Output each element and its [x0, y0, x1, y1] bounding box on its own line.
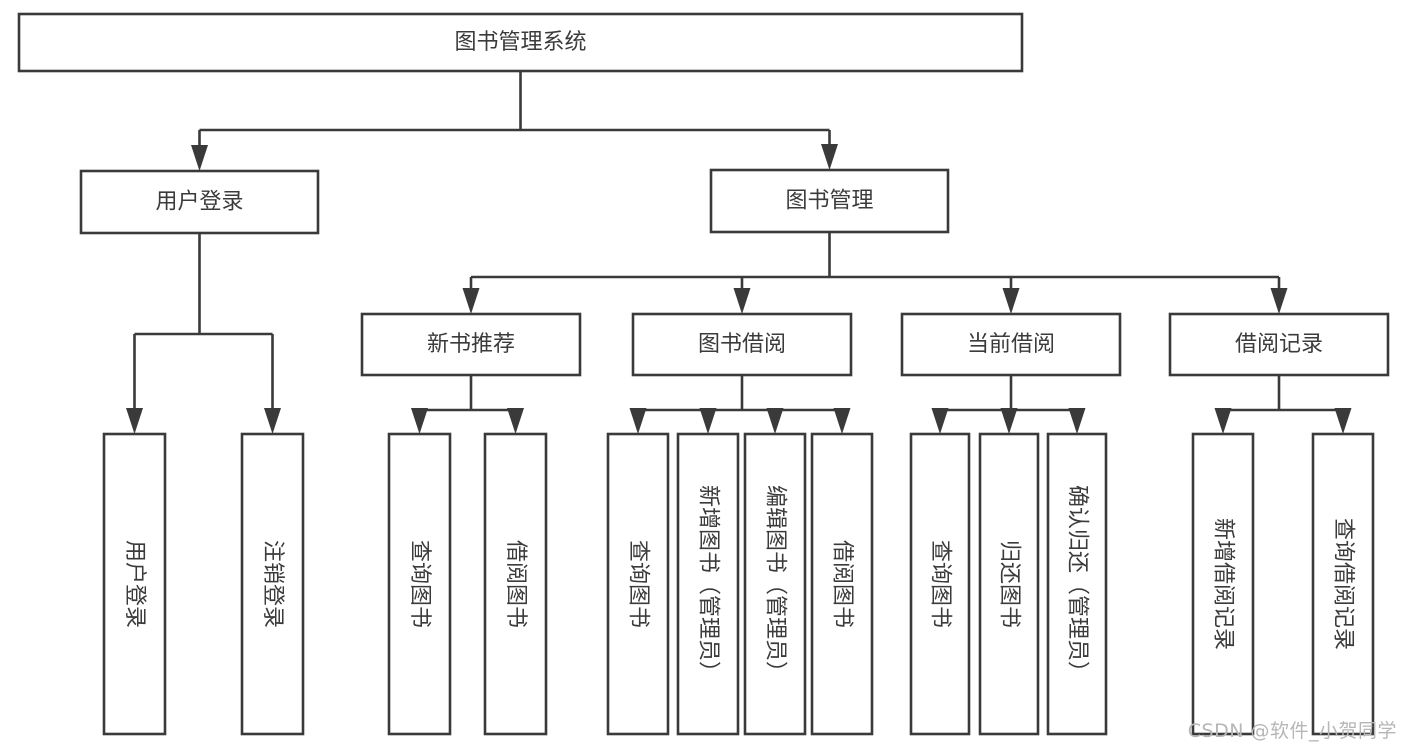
node-box[interactable] [1311, 432, 1375, 736]
node-box[interactable] [909, 432, 971, 736]
node-label: 新增图书（管理员） [696, 485, 721, 683]
node-current-borrow[interactable]: 当前借阅 [900, 312, 1122, 377]
node-leaf-edit-book[interactable]: 编辑图书（管理员） [743, 432, 807, 736]
arrowhead-icon [126, 408, 143, 434]
node-box[interactable] [102, 432, 167, 736]
arrowhead-icon [733, 288, 751, 314]
node-box[interactable] [79, 169, 320, 235]
node-leaf-confirm-return[interactable]: 确认归还（管理员） [1046, 432, 1108, 736]
node-box[interactable] [483, 432, 548, 736]
arrowhead-icon [1334, 408, 1352, 434]
node-label: 用户登录 [122, 540, 147, 628]
arrowhead-icon [1214, 408, 1232, 434]
node-root[interactable]: 图书管理系统 [17, 12, 1024, 73]
node-book-borrow[interactable]: 图书借阅 [631, 312, 853, 377]
arrowhead-icon [1000, 408, 1018, 434]
node-label: 用户登录 [155, 190, 243, 215]
node-label: 新书推荐 [427, 332, 515, 357]
arrowhead-icon [699, 408, 717, 434]
node-label: 编辑图书（管理员） [763, 485, 788, 683]
arrowhead-icon [1068, 408, 1086, 434]
node-box[interactable] [240, 432, 305, 736]
node-label: 查询图书 [928, 540, 953, 628]
arrowhead-icon [191, 145, 208, 171]
node-book-manage[interactable]: 图书管理 [709, 168, 950, 234]
node-leaf-query-book-1[interactable]: 查询图书 [387, 432, 452, 736]
node-box[interactable] [743, 432, 807, 736]
node-label: 借阅图书 [830, 540, 855, 628]
connector-layer [126, 71, 1352, 434]
node-box[interactable] [810, 432, 874, 736]
node-box[interactable] [1046, 432, 1108, 736]
arrowhead-icon [766, 408, 784, 434]
node-layer: 图书管理系统用户登录图书管理新书推荐图书借阅当前借阅借阅记录用户登录注销登录查询… [17, 12, 1390, 736]
arrowhead-icon [264, 408, 281, 434]
node-new-book-recommend[interactable]: 新书推荐 [360, 312, 582, 377]
node-label: 借阅记录 [1235, 332, 1323, 357]
node-leaf-query-book-3[interactable]: 查询图书 [909, 432, 971, 736]
node-box[interactable] [17, 12, 1024, 73]
node-box[interactable] [360, 312, 582, 377]
arrowhead-icon [833, 408, 851, 434]
node-label: 查询图书 [407, 540, 432, 628]
node-label: 新增借阅记录 [1211, 518, 1236, 650]
arrowhead-icon [507, 408, 524, 434]
node-label: 查询借阅记录 [1331, 518, 1356, 650]
node-box[interactable] [900, 312, 1122, 377]
arrowhead-icon [1002, 288, 1020, 314]
arrowhead-icon [462, 288, 480, 314]
node-borrow-record[interactable]: 借阅记录 [1168, 312, 1390, 377]
node-box[interactable] [1168, 312, 1390, 377]
node-box[interactable] [387, 432, 452, 736]
node-label: 图书借阅 [698, 332, 786, 357]
node-label: 图书管理系统 [454, 30, 586, 55]
arrowhead-icon [629, 408, 647, 434]
node-box[interactable] [606, 432, 670, 736]
node-leaf-borrow-book-2[interactable]: 借阅图书 [810, 432, 874, 736]
node-label: 借阅图书 [503, 540, 528, 628]
node-label: 查询图书 [626, 540, 651, 628]
node-box[interactable] [1191, 432, 1255, 736]
node-label: 图书管理 [785, 189, 873, 214]
node-leaf-logout[interactable]: 注销登录 [240, 432, 305, 736]
node-label: 当前借阅 [967, 332, 1055, 357]
arrowhead-icon [1270, 288, 1288, 314]
node-leaf-query-record[interactable]: 查询借阅记录 [1311, 432, 1375, 736]
node-box[interactable] [676, 432, 740, 736]
node-leaf-return-book[interactable]: 归还图书 [978, 432, 1040, 736]
node-leaf-borrow-book-1[interactable]: 借阅图书 [483, 432, 548, 736]
node-leaf-add-record[interactable]: 新增借阅记录 [1191, 432, 1255, 736]
node-box[interactable] [978, 432, 1040, 736]
node-leaf-query-book-2[interactable]: 查询图书 [606, 432, 670, 736]
node-label: 归还图书 [997, 540, 1022, 628]
node-leaf-add-book[interactable]: 新增图书（管理员） [676, 432, 740, 736]
arrowhead-icon [411, 408, 428, 434]
node-box[interactable] [709, 168, 950, 234]
arrowhead-icon [821, 144, 838, 170]
node-label: 确认归还（管理员） [1065, 485, 1090, 683]
node-leaf-user-login[interactable]: 用户登录 [102, 432, 167, 736]
node-label: 注销登录 [260, 540, 285, 628]
node-user-login[interactable]: 用户登录 [79, 169, 320, 235]
node-box[interactable] [631, 312, 853, 377]
arrowhead-icon [931, 408, 949, 434]
